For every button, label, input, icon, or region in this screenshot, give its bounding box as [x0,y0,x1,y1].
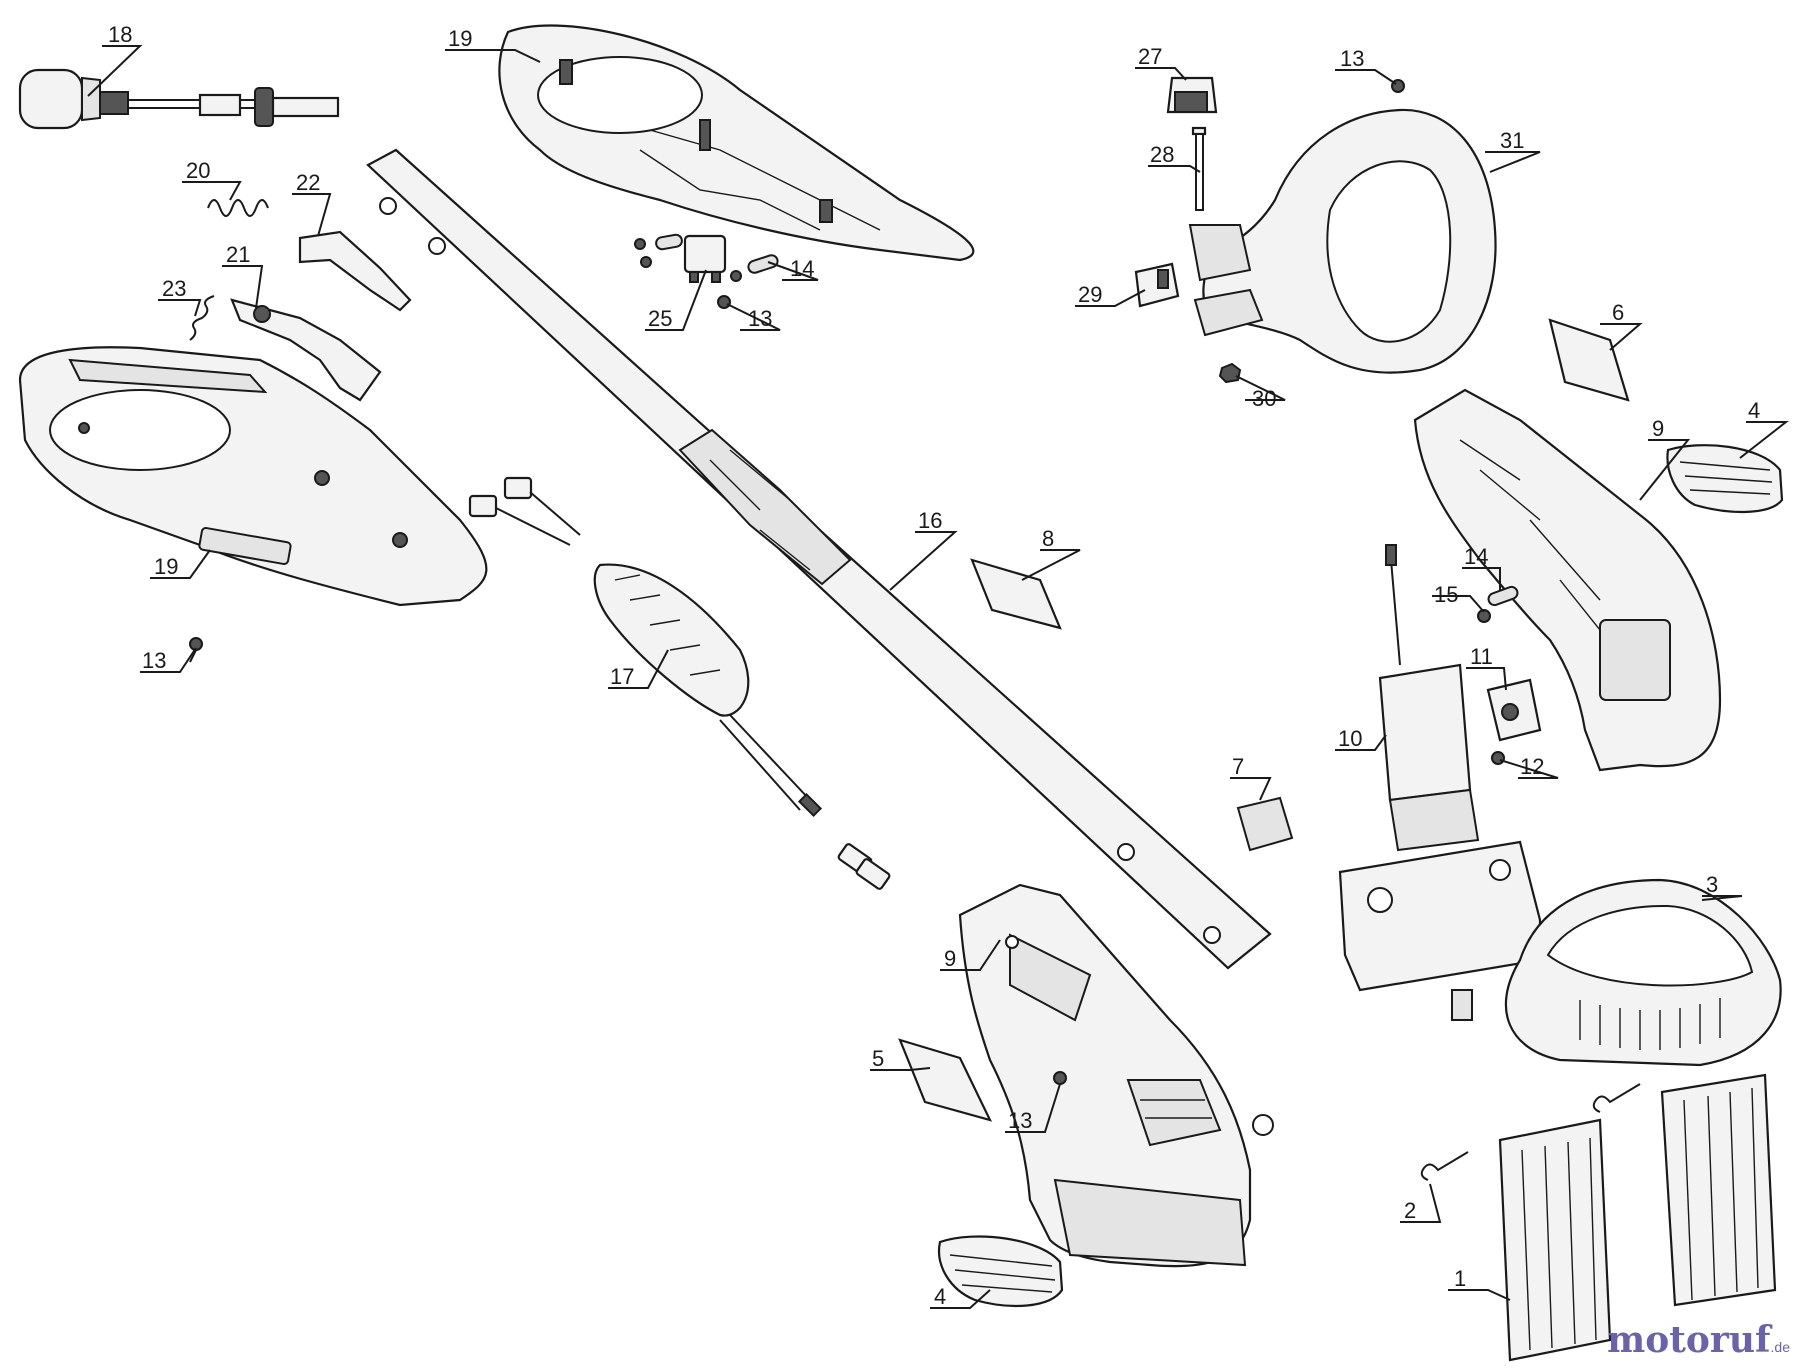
part-13-screw-bottom [1053,1071,1067,1085]
part-6-label [1548,318,1630,402]
part-17-wire-harness [468,476,891,890]
callout-8: 8 [1042,526,1054,551]
callout-16: 16 [918,508,942,533]
part-11-brush-holder [1486,678,1542,742]
callout-9-lower: 9 [944,946,956,971]
callout-30: 30 [1252,386,1276,411]
part-3-guard [1504,878,1782,1067]
callout-14-upper: 14 [790,256,814,281]
part-8-label [970,558,1062,630]
part-13-screw-left [189,637,203,663]
callout-19-upper: 19 [448,26,472,51]
part-30-nut [1218,362,1242,384]
part-5-label [898,1038,993,1122]
part-1-spool-left [1498,1118,1612,1362]
callout-20: 20 [186,158,210,183]
part-27-knob [1166,76,1218,114]
callout-4-lower: 4 [934,1284,946,1309]
callout-28: 28 [1150,142,1174,167]
part-13-screw-mid [717,295,731,309]
callout-25: 25 [648,306,672,331]
part-29-clamp [1134,262,1180,308]
callout-13-top: 13 [1340,46,1364,71]
part-7-pad [1236,796,1294,852]
callout-29: 29 [1078,282,1102,307]
callout-10: 10 [1338,726,1362,751]
callout-27: 27 [1138,44,1162,69]
part-9-lower-motor-housing [958,883,1274,1268]
callout-9-upper: 9 [1652,416,1664,441]
callout-18: 18 [108,22,132,47]
part-12-screw [1491,751,1505,765]
callout-21: 21 [226,242,250,267]
leader-lines [87,45,1789,1309]
callout-22: 22 [296,170,320,195]
callout-2: 2 [1404,1198,1416,1223]
part-4-vent-upper [1666,444,1784,513]
part-18-power-plug [18,68,340,130]
watermark-logo: motoruf.de [1607,1319,1790,1361]
part-10-motor [1338,544,1542,1021]
watermark-suffix: .de [1770,1339,1790,1355]
callout-11: 11 [1470,644,1493,669]
callout-12: 12 [1520,754,1544,779]
callout-15: 15 [1434,582,1458,607]
callout-23: 23 [162,276,186,301]
part-19-upper-housing [498,24,975,262]
watermark-text: motoruf [1607,1319,1771,1361]
callout-13-left: 13 [142,648,166,673]
callout-1: 1 [1454,1266,1466,1291]
callout-5: 5 [872,1046,884,1071]
part-4-vent-lower [937,1235,1064,1308]
part-15-screw [1477,609,1491,623]
callout-6: 6 [1612,300,1624,325]
part-31-aux-handle [1188,108,1497,374]
part-16-shaft [366,148,1272,970]
callout-4-upper: 4 [1748,398,1760,423]
part-1-spool-right [1660,1073,1777,1307]
part-23-spring [189,295,215,341]
part-25-switch [634,233,727,283]
callout-7: 7 [1232,754,1244,779]
callout-31: 31 [1500,128,1524,153]
callout-3: 3 [1706,872,1718,897]
callout-labels: 18 19 27 13 31 20 22 28 14 21 23 29 13 2… [108,22,1760,1309]
callout-13-bottom: 13 [1008,1108,1032,1133]
callout-14-lower: 14 [1464,544,1488,569]
part-14-clip-upper [730,254,779,282]
part-9-upper-motor-housing [1413,388,1722,772]
callout-13-mid: 13 [748,306,772,331]
part-14-clip-lower [1487,585,1519,607]
part-21-trigger [230,298,382,402]
part-20-spring [207,199,269,217]
part-2-pin [1420,1083,1641,1181]
part-19-lower-housing [18,346,488,607]
callout-17: 17 [610,664,634,689]
part-22-lock-off [298,230,412,312]
callout-19-lower: 19 [154,554,178,579]
